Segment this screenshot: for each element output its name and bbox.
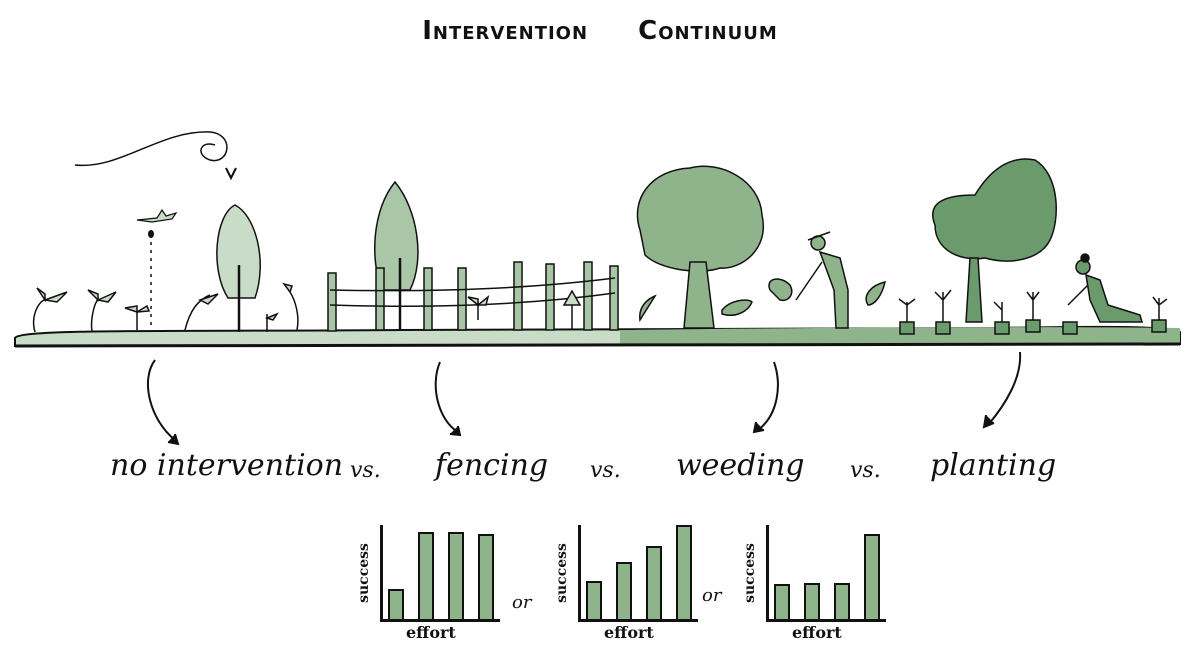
chart-1-xlabel: effort [406,623,456,642]
wind-icon [74,131,237,181]
stage-label-planting: planting [930,448,1057,483]
section-fencing [327,180,619,332]
vs-separator-3: vs. [850,458,881,483]
vs-separator-1: vs. [350,458,381,483]
or-separator-1: or [512,592,532,613]
bar-chart-3: success effort [734,515,886,645]
chart-2-bar [616,562,632,619]
bar-chart-1: success effort [348,515,500,645]
title-word-1: Intervention [422,16,589,46]
stage-label-weeding: weeding [676,448,805,483]
chart-1-bar [448,532,464,619]
chart-2-bar [676,524,692,619]
chart-2-y-axis [578,525,581,621]
bar-chart-2: success effort [546,515,698,645]
chart-3-ylabel: success [741,543,758,603]
chart-3-bar [774,584,790,619]
title-word-2: Continuum [638,16,778,46]
chart-1-ylabel: success [355,543,372,603]
chart-2-bar [586,581,602,619]
chart-1-y-axis [380,525,383,621]
chart-1-bar [418,532,434,619]
section-no-intervention [33,204,299,333]
vs-separator-2: vs. [590,458,621,483]
chart-1-bars [388,525,500,619]
arrow-to-fencing [434,361,459,433]
chart-1-bar [478,534,494,619]
chart-3-y-axis [766,525,769,621]
arrow-icons [146,351,1022,446]
chart-3-bar [864,534,880,619]
chart-3-bars [774,525,886,619]
bird-icon [136,208,178,330]
arrow-to-planting [987,351,1022,426]
diagram-title: Intervention Continuum [0,16,1200,46]
chart-2-ylabel: success [553,543,570,603]
chart-2-bars [586,524,698,619]
chart-1-x-axis [380,619,500,622]
chart-2-x-axis [578,619,698,622]
chart-2-bar [646,545,662,619]
chart-3-bar [834,583,850,619]
chart-3-xlabel: effort [792,623,842,642]
stage-label-no-intervention: no intervention [110,448,344,483]
stage-label-fencing: fencing [435,448,549,483]
chart-3-bar [804,583,820,619]
section-planting [898,158,1168,335]
chart-2-xlabel: effort [604,623,654,642]
or-separator-2: or [702,585,722,606]
chart-1-bar [388,588,404,619]
section-weeding [636,165,887,329]
chart-3-x-axis [766,619,886,622]
arrow-to-weeding [757,361,779,431]
arrow-to-no-intervention [146,359,176,441]
